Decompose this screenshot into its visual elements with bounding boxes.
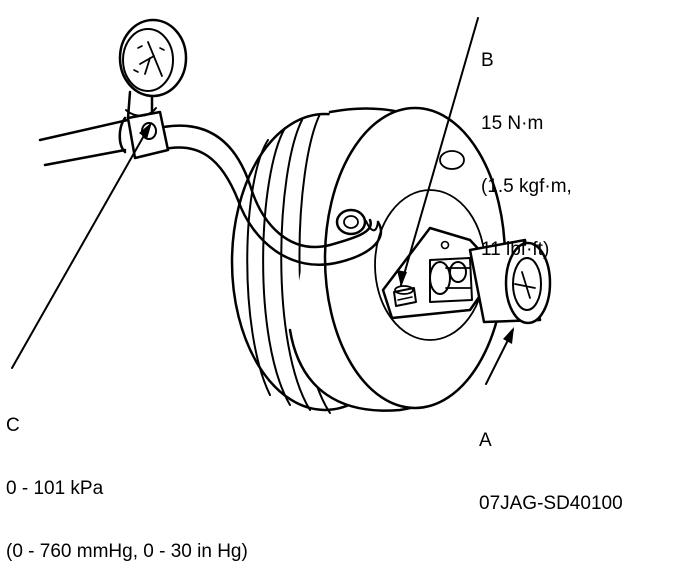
callout-c-range-kpa: 0 - 101 kPa bbox=[6, 478, 104, 499]
callout-a-tool-code: 07JAG-SD40100 bbox=[479, 493, 623, 514]
arrowhead-c bbox=[139, 122, 152, 139]
brake-booster-diagram bbox=[11, 17, 552, 414]
callout-c-letter: C bbox=[6, 415, 20, 436]
vacuum-gauge-icon bbox=[118, 18, 188, 160]
callout-a: A 07JAG-SD40100 bbox=[479, 388, 623, 535]
mounting-nut-icon bbox=[393, 285, 417, 307]
callout-a-letter: A bbox=[479, 430, 492, 451]
vacuum-hose-icon bbox=[38, 116, 383, 266]
arrowhead-b bbox=[397, 270, 407, 287]
callout-c-range-mmhg: (0 - 760 mmHg, 0 - 30 in Hg) bbox=[6, 541, 248, 562]
arrowhead-a bbox=[503, 327, 514, 344]
callout-c: C 0 - 101 kPa (0 - 760 mmHg, 0 - 30 in H… bbox=[6, 373, 248, 583]
leader-line-c bbox=[11, 124, 151, 369]
callout-b-torque-lbfft: 11 lbf·ft) bbox=[481, 239, 550, 260]
leader-line-b bbox=[400, 17, 479, 286]
callout-b: B 15 N·m (1.5 kgf·m, 11 lbf·ft) bbox=[481, 8, 572, 281]
callout-b-torque-nm: 15 N·m bbox=[481, 113, 544, 134]
callout-b-torque-kgfm: (1.5 kgf·m, bbox=[481, 176, 572, 197]
callout-b-letter: B bbox=[481, 50, 494, 71]
